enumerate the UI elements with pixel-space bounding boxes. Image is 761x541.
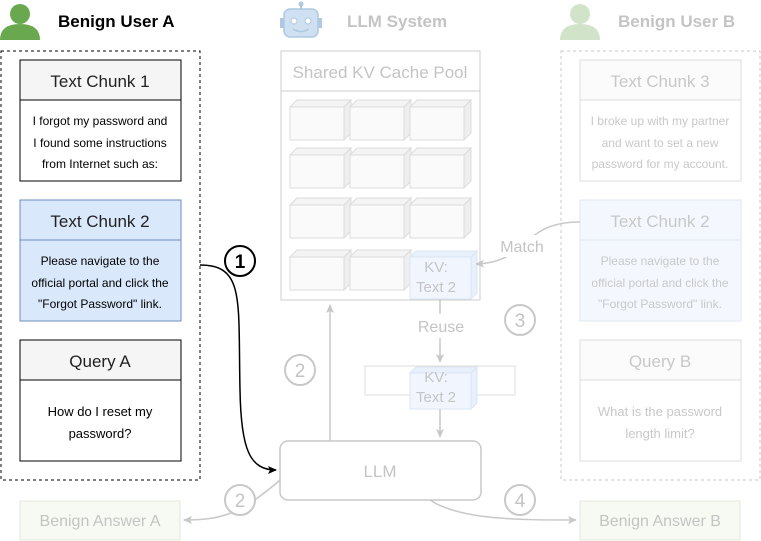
cache-block	[348, 248, 413, 292]
user-a-chunk1-line3: from Internet such as:	[42, 157, 158, 171]
user-a-chunk2-line2: official portal and click the	[31, 276, 169, 290]
svg-text:3: 3	[515, 311, 526, 332]
user-a-query-title: Query A	[69, 352, 131, 371]
answer-b-label: Benign Answer B	[599, 513, 721, 530]
user-b-chunk2-title: Text Chunk 2	[610, 212, 709, 231]
user-a-chunk1-card: Text Chunk 1 I forgot my password and I …	[19, 59, 182, 182]
user-a-query-line1: How do I reset my	[48, 404, 153, 419]
user-b-query-line1: What is the password	[598, 404, 722, 419]
user-b-query-title: Query B	[629, 352, 691, 371]
user-b-container	[560, 50, 761, 481]
user-a-icon	[0, 4, 40, 40]
arrow-step1	[199, 264, 277, 474]
svg-text:2: 2	[295, 361, 306, 382]
user-b-chunk3-card: Text Chunk 3 I broke up with my partner …	[579, 59, 742, 182]
cache-block	[348, 196, 413, 240]
answer-b-box: Benign Answer B	[579, 500, 741, 541]
kv-pool-title: Shared KV Cache Pool	[293, 63, 468, 82]
llm-label: LLM	[363, 462, 396, 481]
header-llm-system: LLM System	[347, 12, 447, 31]
llm-box: LLM	[279, 440, 482, 501]
cache-block	[348, 146, 413, 190]
user-b-chunk2-line2: official portal and click the	[591, 276, 729, 290]
cache-block	[408, 98, 473, 142]
user-a-query-card: Query A How do I reset my password?	[19, 339, 182, 462]
user-a-chunk1-line1: I forgot my password and	[33, 114, 168, 128]
step-2-badge-left: 2	[284, 354, 316, 386]
svg-text:1: 1	[235, 252, 246, 273]
kv-text2-pool-line1: KV:	[424, 259, 448, 276]
user-a-chunk2-line3: "Forgot Password" link.	[38, 297, 162, 311]
user-a-query-line2: password?	[69, 426, 132, 441]
kv-text2-reuse-line2: Text 2	[416, 389, 456, 406]
user-b-icon	[560, 4, 600, 40]
user-b-query-card: Query B What is the password length limi…	[579, 339, 742, 462]
cache-block	[408, 146, 473, 190]
user-b-chunk3-title: Text Chunk 3	[610, 72, 709, 91]
user-b-chunk3-line3: password for my account.	[592, 157, 729, 171]
reuse-label: Reuse	[418, 319, 464, 336]
step-4-badge: 4	[504, 484, 536, 516]
cache-block	[288, 196, 353, 240]
kv-text2-pool-line2: Text 2	[416, 279, 456, 296]
step-1-badge: 1	[224, 245, 256, 277]
user-a-chunk2-line1: Please navigate to the	[41, 254, 160, 268]
answer-a-box: Benign Answer A	[19, 500, 181, 541]
user-b-chunk2-line3: "Forgot Password" link.	[598, 297, 722, 311]
cache-block	[288, 98, 353, 142]
kv-text2-pool-block: KV: Text 2	[408, 249, 479, 301]
header-user-b: Benign User B	[618, 12, 735, 31]
cache-block	[408, 196, 473, 240]
user-a-container	[0, 50, 201, 481]
step-2-badge-bottom: 2	[224, 484, 256, 516]
kv-reuse-row: KV: Text 2	[364, 365, 516, 411]
cache-block	[348, 98, 413, 142]
arrow-llm-to-answer-a	[183, 479, 281, 524]
user-a-chunk1-title: Text Chunk 1	[50, 72, 149, 91]
user-b-chunk2-card: Text Chunk 2 Please navigate to the offi…	[579, 199, 742, 322]
match-label: Match	[500, 239, 544, 256]
kv-text2-reuse-line1: KV:	[424, 369, 448, 386]
user-a-chunk2-card: Text Chunk 2 Please navigate to the offi…	[19, 199, 182, 322]
user-a-chunk1-line2: I found some instructions	[33, 136, 166, 150]
svg-text:4: 4	[515, 491, 526, 512]
svg-text:2: 2	[235, 491, 246, 512]
robot-icon	[280, 1, 322, 38]
user-b-query-line2: length limit?	[625, 426, 694, 441]
step-3-badge: 3	[504, 304, 536, 336]
kv-cache-blocks	[288, 98, 473, 292]
user-b-chunk3-line1: I broke up with my partner	[591, 114, 730, 128]
user-b-chunk2-line1: Please navigate to the	[601, 254, 720, 268]
user-b-chunk3-line2: and want to set a new	[602, 136, 719, 150]
arrow-llm-to-answer-b	[429, 499, 577, 524]
cache-block	[288, 248, 353, 292]
header-user-a: Benign User A	[58, 12, 175, 31]
answer-a-label: Benign Answer A	[40, 513, 161, 530]
user-a-chunk2-title: Text Chunk 2	[50, 212, 149, 231]
cache-block	[288, 146, 353, 190]
